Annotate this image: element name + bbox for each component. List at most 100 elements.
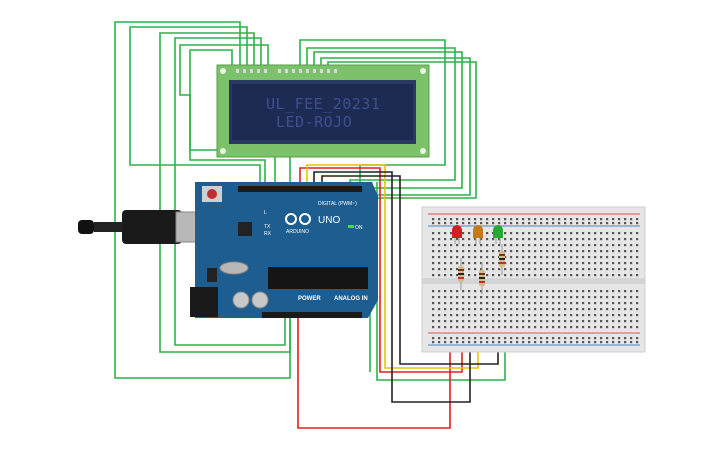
breadboard-hole[interactable] <box>444 268 447 271</box>
breadboard-hole[interactable] <box>438 262 441 265</box>
breadboard-hole[interactable] <box>468 238 471 241</box>
breadboard-hole[interactable] <box>594 337 597 340</box>
breadboard-hole[interactable] <box>486 341 489 344</box>
breadboard-hole[interactable] <box>534 302 537 305</box>
breadboard-hole[interactable] <box>546 232 549 235</box>
breadboard-hole[interactable] <box>474 326 477 329</box>
breadboard-hole[interactable] <box>570 326 573 329</box>
breadboard-hole[interactable] <box>534 250 537 253</box>
breadboard-hole[interactable] <box>606 244 609 247</box>
breadboard-hole[interactable] <box>450 274 453 277</box>
breadboard-hole[interactable] <box>558 244 561 247</box>
breadboard-hole[interactable] <box>612 250 615 253</box>
breadboard-hole[interactable] <box>486 238 489 241</box>
breadboard-hole[interactable] <box>444 232 447 235</box>
breadboard-hole[interactable] <box>474 256 477 259</box>
breadboard-hole[interactable] <box>552 256 555 259</box>
breadboard-hole[interactable] <box>588 244 591 247</box>
breadboard-hole[interactable] <box>636 256 639 259</box>
breadboard-hole[interactable] <box>624 308 627 311</box>
breadboard-hole[interactable] <box>504 326 507 329</box>
breadboard-hole[interactable] <box>588 290 591 293</box>
led-green[interactable] <box>493 225 503 244</box>
breadboard-hole[interactable] <box>588 222 591 225</box>
breadboard-hole[interactable] <box>618 320 621 323</box>
resistor-2[interactable] <box>479 262 485 294</box>
breadboard-hole[interactable] <box>582 274 585 277</box>
breadboard-hole[interactable] <box>636 296 639 299</box>
breadboard-hole[interactable] <box>570 314 573 317</box>
breadboard-hole[interactable] <box>558 302 561 305</box>
breadboard-hole[interactable] <box>588 232 591 235</box>
breadboard-hole[interactable] <box>456 238 459 241</box>
breadboard-hole[interactable] <box>606 238 609 241</box>
breadboard-hole[interactable] <box>540 296 543 299</box>
breadboard-hole[interactable] <box>528 256 531 259</box>
breadboard-hole[interactable] <box>588 268 591 271</box>
breadboard-hole[interactable] <box>600 326 603 329</box>
breadboard-hole[interactable] <box>552 320 555 323</box>
breadboard-hole[interactable] <box>528 302 531 305</box>
breadboard-hole[interactable] <box>594 314 597 317</box>
breadboard-hole[interactable] <box>498 308 501 311</box>
breadboard-hole[interactable] <box>438 232 441 235</box>
breadboard-hole[interactable] <box>576 308 579 311</box>
breadboard-hole[interactable] <box>558 232 561 235</box>
breadboard-hole[interactable] <box>630 314 633 317</box>
breadboard-hole[interactable] <box>624 244 627 247</box>
breadboard-hole[interactable] <box>480 341 483 344</box>
breadboard-hole[interactable] <box>606 302 609 305</box>
breadboard-hole[interactable] <box>594 218 597 221</box>
breadboard-hole[interactable] <box>588 274 591 277</box>
breadboard-hole[interactable] <box>474 314 477 317</box>
breadboard-hole[interactable] <box>600 337 603 340</box>
breadboard-hole[interactable] <box>480 262 483 265</box>
breadboard-hole[interactable] <box>516 218 519 221</box>
breadboard-hole[interactable] <box>588 308 591 311</box>
breadboard-hole[interactable] <box>564 222 567 225</box>
breadboard-hole[interactable] <box>528 290 531 293</box>
breadboard-hole[interactable] <box>570 218 573 221</box>
breadboard-hole[interactable] <box>504 262 507 265</box>
breadboard-hole[interactable] <box>558 262 561 265</box>
breadboard-hole[interactable] <box>438 238 441 241</box>
breadboard-hole[interactable] <box>570 320 573 323</box>
breadboard-hole[interactable] <box>552 326 555 329</box>
breadboard-hole[interactable] <box>576 314 579 317</box>
breadboard-hole[interactable] <box>504 274 507 277</box>
breadboard-hole[interactable] <box>480 268 483 271</box>
breadboard-hole[interactable] <box>474 274 477 277</box>
breadboard-hole[interactable] <box>546 218 549 221</box>
breadboard-hole[interactable] <box>522 308 525 311</box>
breadboard-hole[interactable] <box>450 256 453 259</box>
breadboard-hole[interactable] <box>444 256 447 259</box>
breadboard-hole[interactable] <box>576 290 579 293</box>
breadboard-hole[interactable] <box>570 290 573 293</box>
breadboard-hole[interactable] <box>636 314 639 317</box>
breadboard-hole[interactable] <box>546 250 549 253</box>
breadboard-hole[interactable] <box>636 308 639 311</box>
breadboard-hole[interactable] <box>636 262 639 265</box>
breadboard-hole[interactable] <box>624 222 627 225</box>
breadboard-hole[interactable] <box>600 308 603 311</box>
breadboard-hole[interactable] <box>588 218 591 221</box>
breadboard-hole[interactable] <box>438 268 441 271</box>
breadboard-hole[interactable] <box>456 250 459 253</box>
breadboard-hole[interactable] <box>540 326 543 329</box>
breadboard-hole[interactable] <box>546 238 549 241</box>
breadboard-hole[interactable] <box>534 232 537 235</box>
breadboard-hole[interactable] <box>630 302 633 305</box>
breadboard-hole[interactable] <box>630 326 633 329</box>
breadboard-hole[interactable] <box>468 320 471 323</box>
breadboard-hole[interactable] <box>522 218 525 221</box>
breadboard-hole[interactable] <box>432 308 435 311</box>
breadboard-hole[interactable] <box>630 250 633 253</box>
breadboard-hole[interactable] <box>486 290 489 293</box>
breadboard-hole[interactable] <box>552 250 555 253</box>
breadboard-hole[interactable] <box>588 256 591 259</box>
power-wires[interactable] <box>297 164 499 429</box>
breadboard-hole[interactable] <box>624 296 627 299</box>
breadboard-hole[interactable] <box>618 238 621 241</box>
breadboard-hole[interactable] <box>570 337 573 340</box>
breadboard-hole[interactable] <box>522 314 525 317</box>
